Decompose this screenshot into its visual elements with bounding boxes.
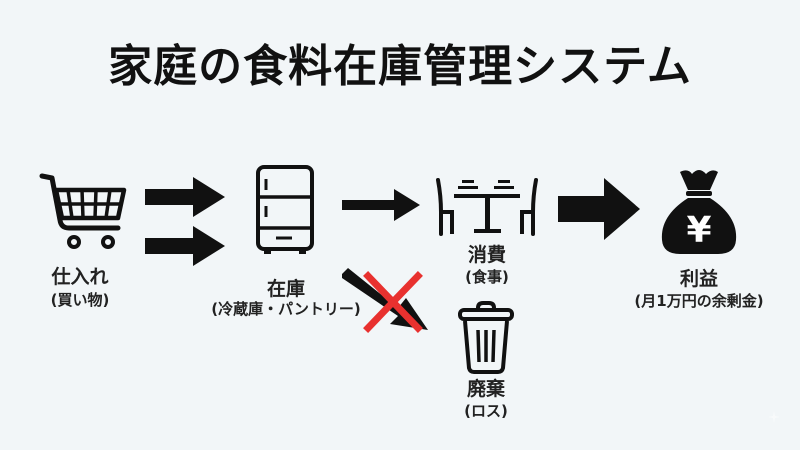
- arrow-right-icon: [342, 187, 422, 223]
- profit-sublabel: (月1万円の余剰金): [634, 292, 764, 310]
- svg-text:¥: ¥: [686, 210, 711, 251]
- sparkle-icon: [768, 411, 780, 423]
- arrow-right-icon: [145, 175, 227, 219]
- trash-can-icon: [456, 300, 516, 376]
- cross-mark-icon: [362, 270, 424, 334]
- arrow-right-icon: [145, 224, 227, 268]
- waste-label: 廃棄: [466, 378, 505, 400]
- refrigerator-icon: [254, 164, 316, 260]
- profit-label: 利益: [679, 268, 718, 290]
- yen-money-bag-icon: ¥: [658, 164, 740, 258]
- purchase-label: 仕入れ: [51, 266, 109, 288]
- consumption-sublabel: (食事): [465, 268, 509, 286]
- waste-sublabel: (ロス): [464, 402, 508, 420]
- inventory-sublabel: (冷蔵庫・パントリー): [211, 300, 361, 318]
- shopping-cart-icon: [38, 170, 130, 252]
- inventory-label: 在庫: [266, 278, 305, 300]
- consumption-label: 消費: [467, 244, 506, 266]
- dining-table-icon: [432, 176, 542, 238]
- page-title: 家庭の食料在庫管理システム: [108, 41, 692, 92]
- purchase-sublabel: (買い物): [50, 291, 110, 309]
- arrow-right-icon: [558, 176, 642, 242]
